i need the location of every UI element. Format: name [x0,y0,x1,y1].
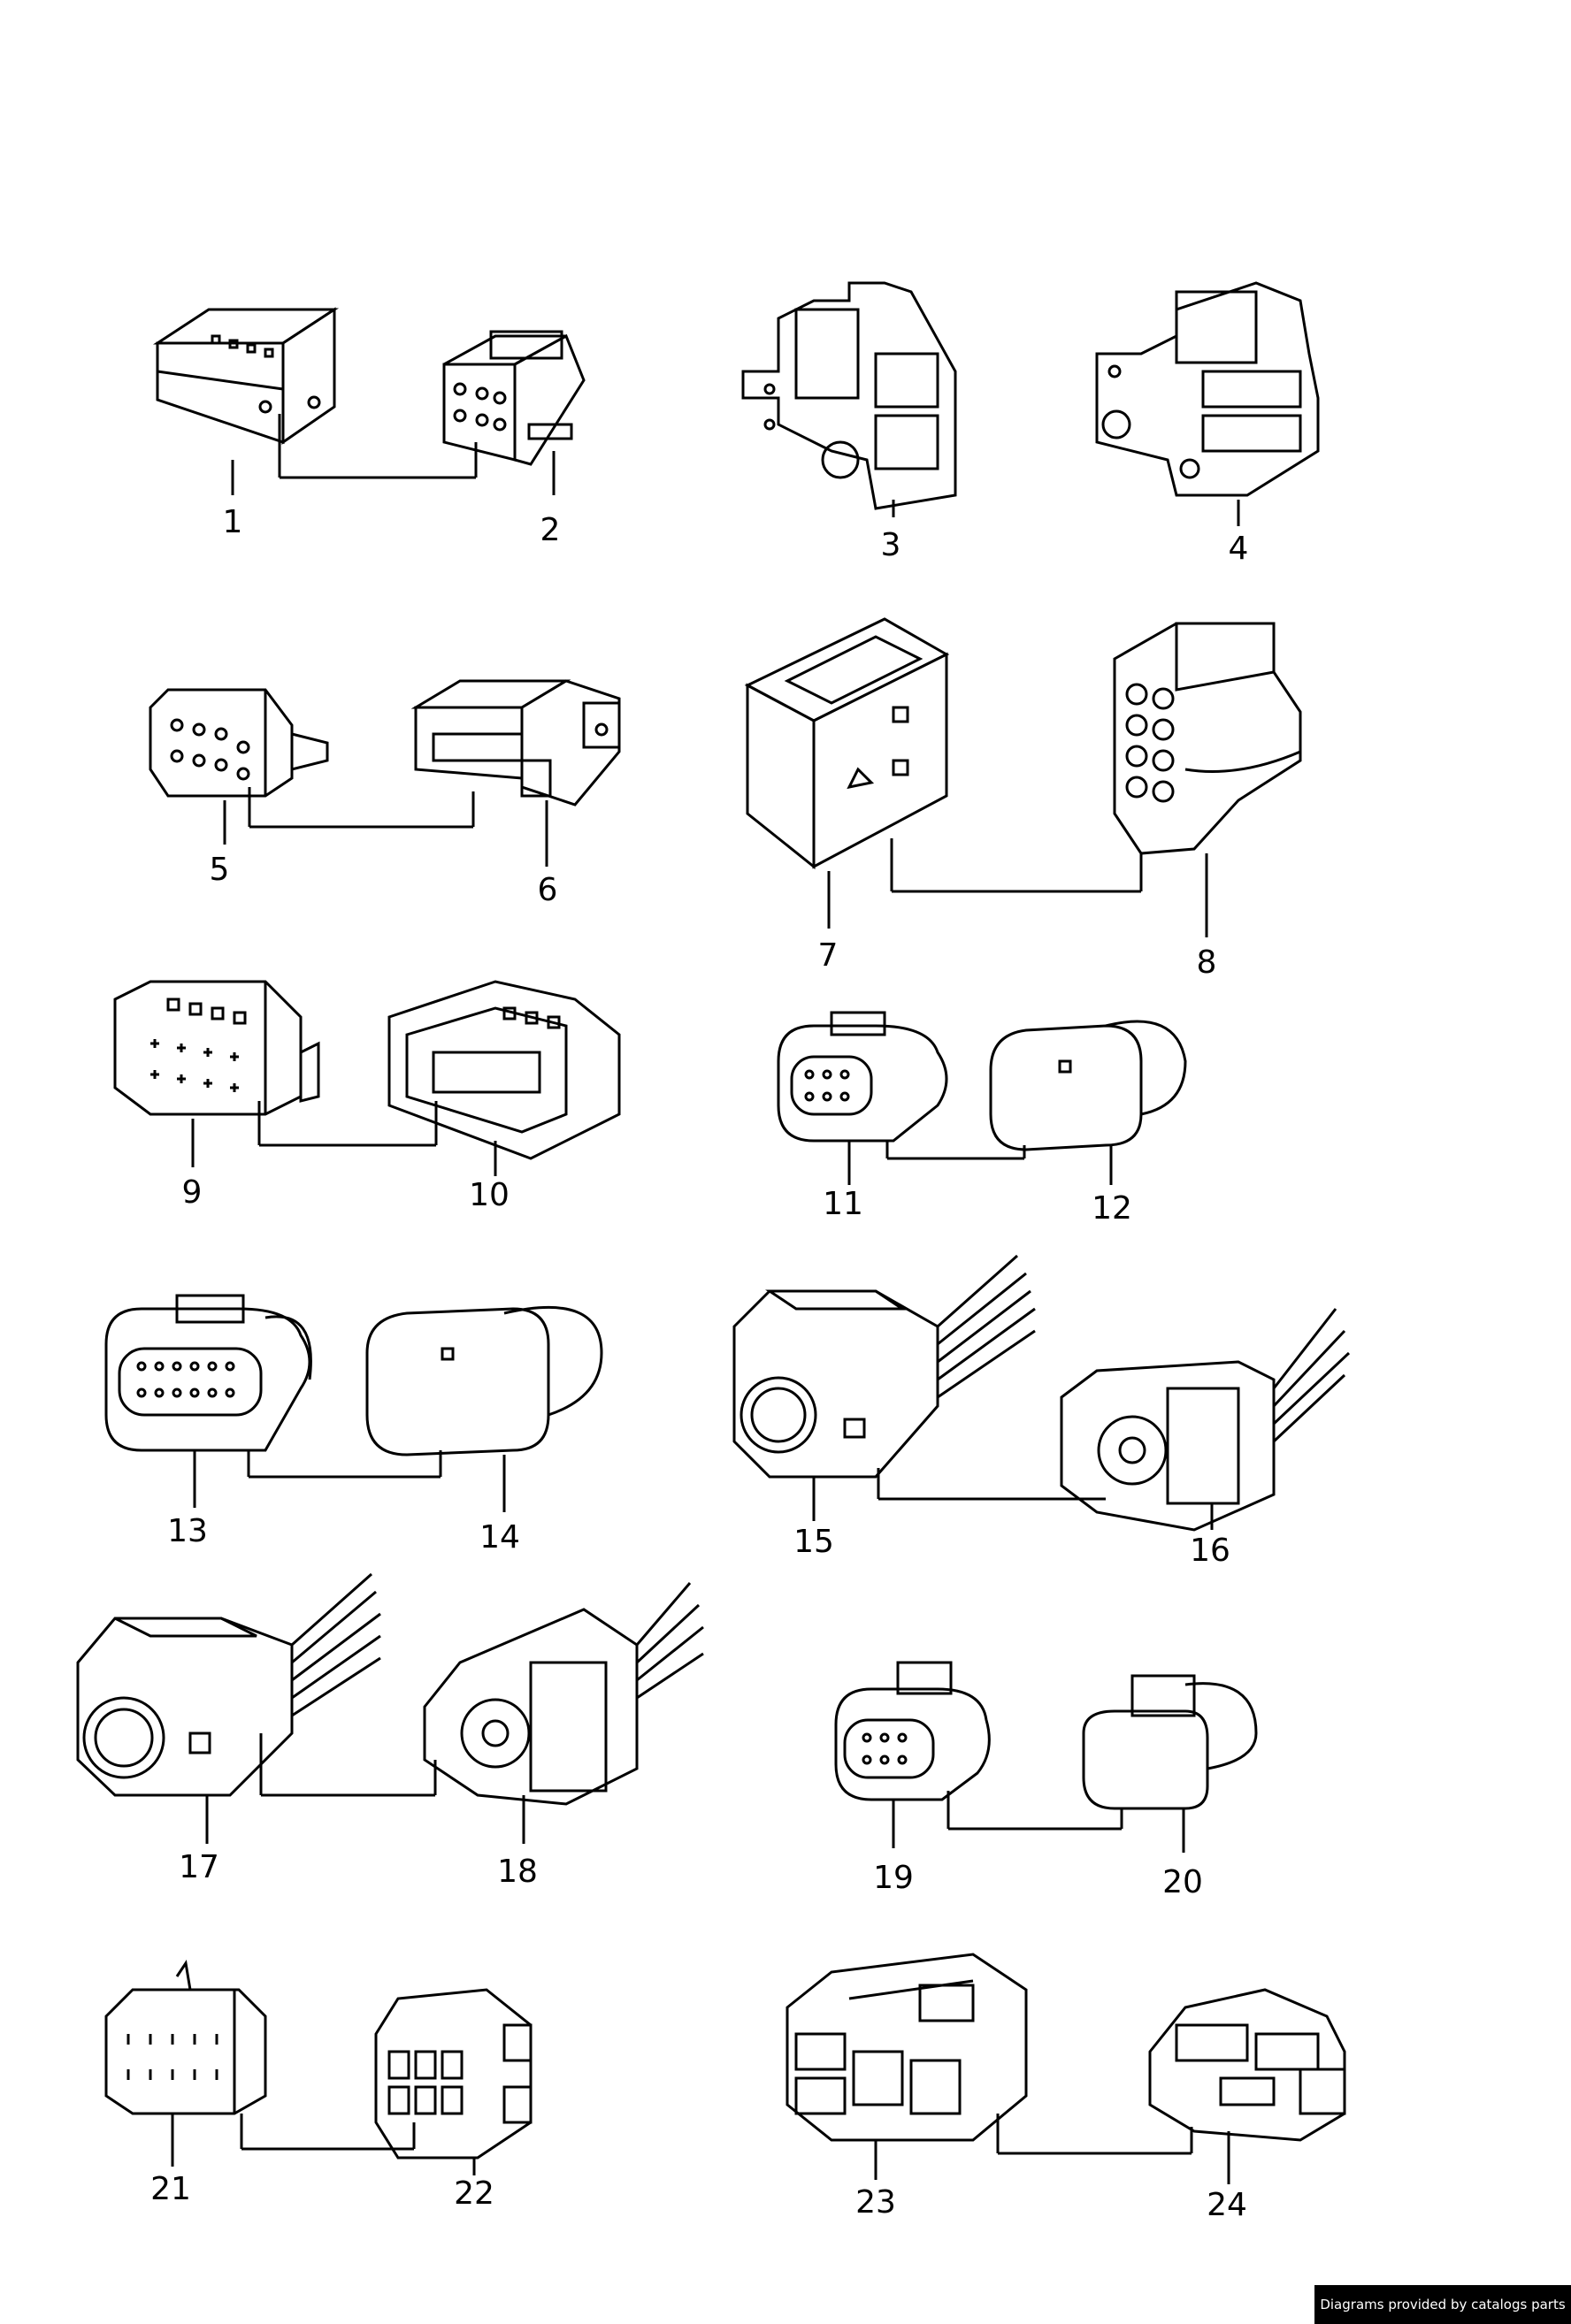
part-18-connector-icon [423,1582,704,1806]
part-number-2: 2 [540,512,561,548]
part-21-connector-icon [104,1960,267,2115]
part-15-connector-icon [732,1254,1036,1479]
part-10-connector-icon [387,980,621,1160]
part-11-connector-icon [777,1011,948,1143]
part-number-14: 14 [479,1519,520,1556]
part-number-4: 4 [1229,531,1249,567]
part-17-connector-icon [76,1572,381,1797]
part-number-12: 12 [1092,1190,1132,1227]
part-number-1: 1 [223,504,243,540]
part-2-connector-icon [442,330,586,466]
part-number-7: 7 [818,937,839,974]
part-number-5: 5 [210,852,230,888]
part-number-11: 11 [823,1186,863,1222]
part-8-connector-icon [1113,622,1302,855]
part-number-15: 15 [793,1524,834,1560]
diagram-credit: Diagrams provided by catalogs parts [1314,2285,1571,2324]
part-16-connector-icon [1060,1308,1351,1532]
part-number-22: 22 [454,2175,494,2212]
part-22-connector-icon [374,1988,533,2160]
part-6-connector-icon [410,679,621,807]
part-number-23: 23 [855,2184,896,2221]
part-9-connector-icon [113,980,320,1116]
part-3-connector-icon [741,281,957,510]
part-1-connector-icon [152,307,340,445]
part-4-connector-icon [1095,281,1320,497]
part-number-9: 9 [182,1174,203,1211]
part-5-connector-icon [149,688,329,798]
part-20-connector-icon [1082,1674,1258,1810]
part-number-10: 10 [469,1177,510,1213]
part-number-18: 18 [497,1854,538,1890]
part-13-connector-icon [104,1294,312,1452]
part-12-connector-icon [989,1020,1187,1151]
part-number-13: 13 [167,1513,208,1549]
part-number-3: 3 [881,527,901,563]
part-7-connector-icon [744,617,950,870]
part-19-connector-icon [834,1661,991,1801]
part-number-17: 17 [179,1849,219,1885]
part-23-connector-icon [786,1953,1028,2142]
part-number-19: 19 [873,1860,914,1896]
part-number-16: 16 [1190,1533,1230,1569]
part-number-6: 6 [538,872,558,908]
part-24-connector-icon [1148,1988,1346,2142]
part-14-connector-icon [365,1306,603,1456]
part-number-20: 20 [1162,1864,1203,1900]
part-number-21: 21 [150,2171,191,2207]
part-number-24: 24 [1207,2187,1247,2223]
part-number-8: 8 [1197,944,1217,981]
